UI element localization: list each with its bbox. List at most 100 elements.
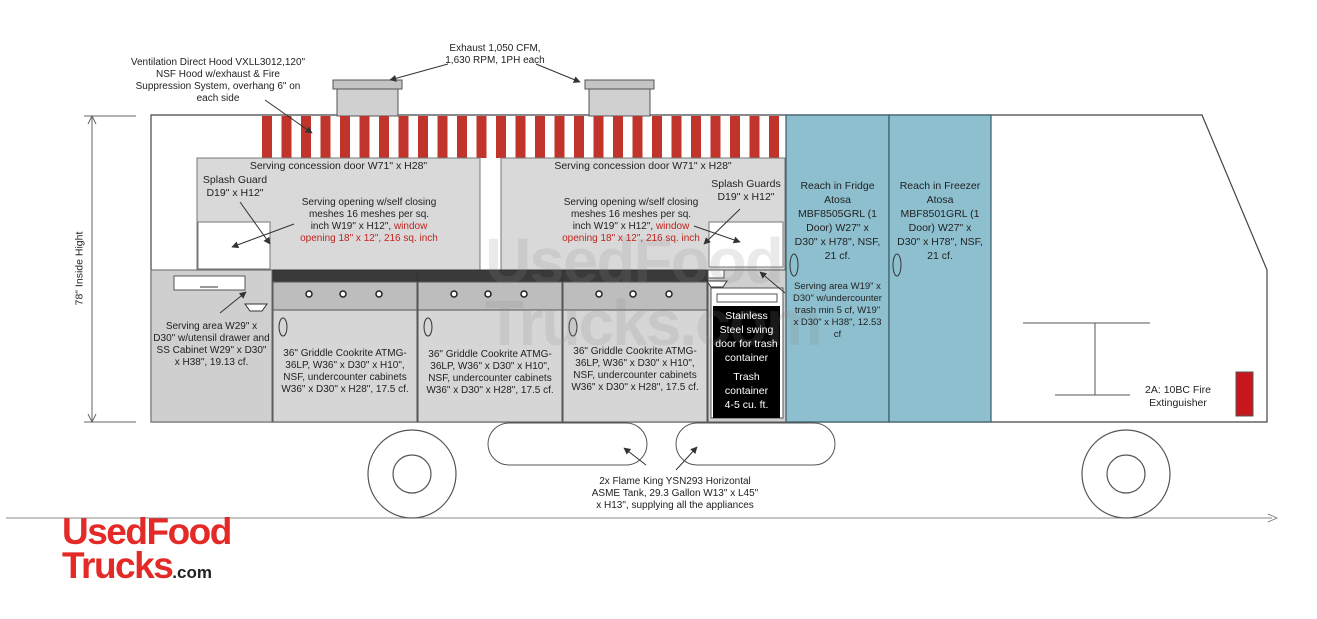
label-line: MBF8505GRL (1 [798,208,877,220]
opening-left-line1: Serving opening w/self closing [301,197,437,208]
knob-icon [450,290,458,298]
knob-icon [665,290,673,298]
label-line: 36" Griddle Cookrite ATMG- [283,348,407,359]
arrow-icon [703,208,741,245]
label-line: Suppression System, overhang 6" on [135,81,301,92]
griddle-2-label: 36" Griddle Cookrite ATMG-36LP, W36" x D… [418,349,562,397]
hood-stripe [554,116,565,158]
hood-stripe [340,116,350,158]
cabinet-handle [423,317,433,337]
hood-stripe [593,116,604,158]
griddle-unit [417,269,563,423]
label-line: Trash [733,371,760,383]
hood-stripe [535,116,545,158]
opening-left-line3: inch W19" x H12", [310,221,392,232]
label-line: 36" Griddle Cookrite ATMG- [428,349,552,360]
hood-stripe [652,116,662,158]
annotation-arrows [219,63,786,471]
hood-label: Ventilation Direct Hood VXLL3012,120"NSF… [110,57,326,105]
hood-stripe [281,116,292,158]
label-line: Splash Guards [711,178,781,190]
arrow-icon [219,291,247,314]
hood-stripe [515,116,526,158]
label-line: Exhaust 1,050 CFM, [449,43,541,54]
cabinet-handle [568,317,578,337]
knob-icon [520,290,528,298]
serving-door-left-label: Serving concession door W71" x H28" [249,160,428,172]
reach-in-freezer [888,114,992,423]
label-line: NSF, undercounter cabinets [283,372,407,383]
arrow-icon [675,446,698,471]
propane-tank-icon [487,422,648,466]
serving-door-right-label: Serving concession door W71" x H28" [554,160,732,172]
label-line: Door) W27" x [908,222,972,234]
wheel-icon [1081,429,1171,519]
opening-right-line2: meshes 16 meshes per sq. [570,209,692,220]
label-line: Reach in Fridge [800,180,875,192]
exhaust-fan-icon [588,87,651,117]
griddle-3-label: 36" Griddle Cookrite ATMG-36LP, W36" x D… [563,346,707,394]
label-line: D30" x H78", NSF, [794,236,881,248]
label-line: ASME Tank, 29.3 Gallon W13" x L45" [591,488,759,499]
label-line: NSF Hood w/exhaust & Fire [156,69,280,80]
hood-stripes [262,116,779,158]
hood-stripe [301,116,311,158]
label-line: Splash Guard [202,174,268,186]
arrow-icon [693,225,741,244]
hood-stripe [437,116,448,158]
opening-right-red-inline: window [655,221,690,232]
griddle-top [272,269,418,283]
label-line: D30" x H78", NSF, [897,236,983,248]
label-line: Steel swing [719,324,774,336]
hood-stripe [418,116,428,158]
opening-right-red: opening 18" x 12", 216 sq. inch [562,233,700,244]
label-line: Door) W27" x [806,222,869,234]
logo-suffix: .com [172,563,212,582]
label-line: x D30" x H38", 12.53 [793,317,882,328]
griddle-row [272,269,708,423]
fridge-handle [789,253,799,277]
arrow-icon [623,447,647,466]
label-line: Serving area W29" x [165,321,258,332]
hood-stripe [749,116,760,158]
fire-extinguisher-icon [1235,371,1254,417]
label-line: Reach in Freezer [899,180,981,192]
watermark-line2: Trucks.com [485,287,823,359]
label-line: 36" Griddle Cookrite ATMG- [573,346,697,357]
logo-line2: Trucks [62,545,174,586]
splash-guard-right [708,221,784,268]
hood-stripe [359,116,370,158]
label-line: Ventilation Direct Hood VXLL3012,120" [130,57,306,68]
label-line: NSF, undercounter cabinets [573,370,697,381]
watermark: UsedFood Trucks.com [485,229,823,355]
label-line: MBF8501GRL (1 [900,208,980,220]
hood-stripe [730,116,740,158]
label-line: Stainless [725,310,768,322]
hood-stripe [398,116,409,158]
label-line: 21 cf. [824,250,851,262]
logo-line1: UsedFood [62,511,232,552]
label-line: trash min 5 cf, W19" [794,305,881,316]
label-line: SS Cabinet W29" x D30" [156,345,267,356]
reach-in-fridge [785,114,890,423]
hood-stripe [613,116,623,158]
label-line: 36LP, W36" x D30" x H10", [575,358,695,369]
label-line: 36LP, W36" x D30" x H10", [430,361,550,372]
griddle-1-label: 36" Griddle Cookrite ATMG-36LP, W36" x D… [273,348,417,396]
knob-icon [305,290,313,298]
label-line: 36LP, W36" x D30" x H10", [285,360,405,371]
utensil-drawer [173,275,246,291]
ground-arrow-icon [1267,513,1279,523]
knob-icon [484,290,492,298]
hood-stripe [262,116,272,158]
hood-stripe [671,116,682,158]
exhaust-label: Exhaust 1,050 CFM,1,630 RPM, 1PH each [420,43,570,67]
hood-stripe [769,116,779,158]
